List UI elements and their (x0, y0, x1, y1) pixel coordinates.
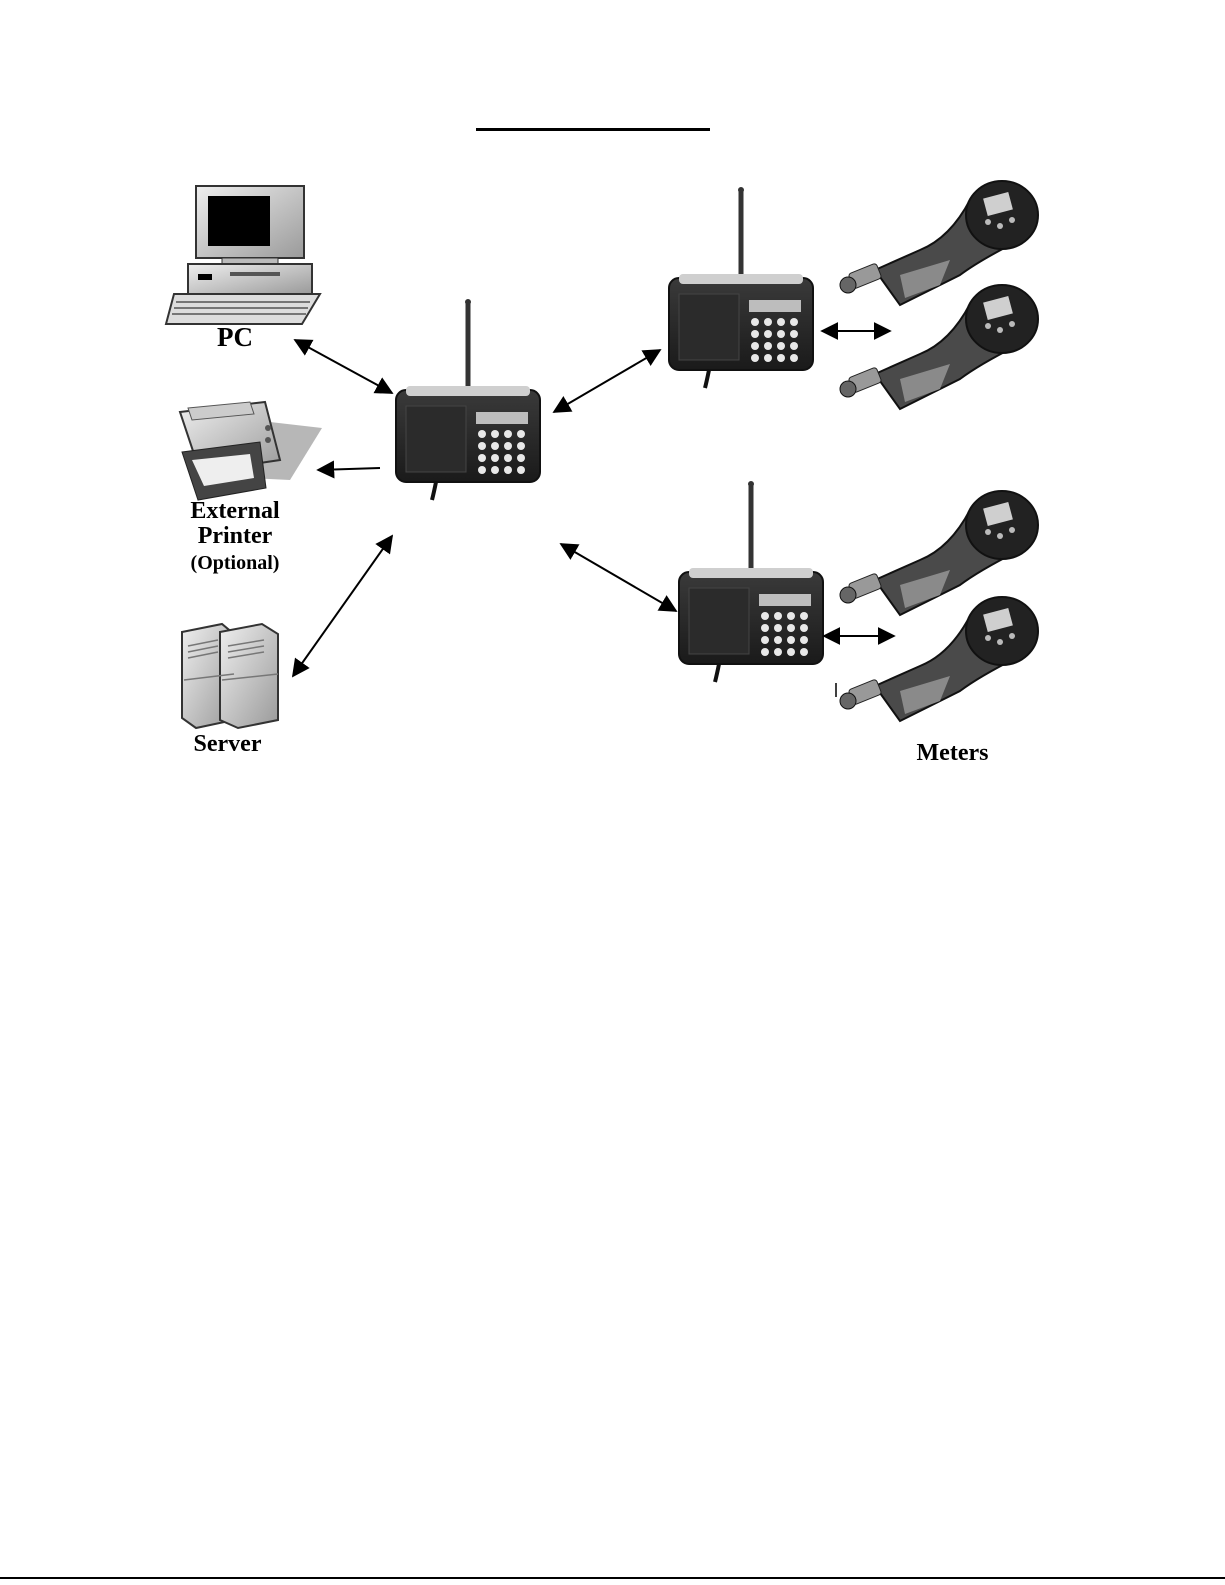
pc-label: PC (190, 324, 280, 351)
radio-controller-bottom-right (679, 481, 823, 682)
printer-icon (180, 402, 322, 500)
arrow-controller-printer (318, 468, 380, 470)
printer-optional-label: (Optional) (160, 553, 310, 573)
meter-nozzle-2 (840, 285, 1038, 409)
page-bottom-rule (0, 1577, 1225, 1579)
printer-label-line2: Printer (160, 524, 310, 548)
radio-controller-main (396, 299, 540, 500)
radio-controller-top-right (669, 187, 813, 388)
meters-label: Meters (895, 741, 1010, 765)
printer-label-line1: External (160, 499, 310, 523)
desktop-computer-icon (166, 186, 320, 324)
arrow-controller-bottom-right (561, 544, 676, 611)
meter-nozzle-4 (840, 597, 1038, 721)
meter-nozzle-3 (840, 491, 1038, 615)
server-label: Server (170, 732, 285, 756)
server-icon (182, 624, 278, 728)
arrow-pc-controller (295, 340, 392, 393)
arrow-controller-top-right (554, 350, 660, 412)
